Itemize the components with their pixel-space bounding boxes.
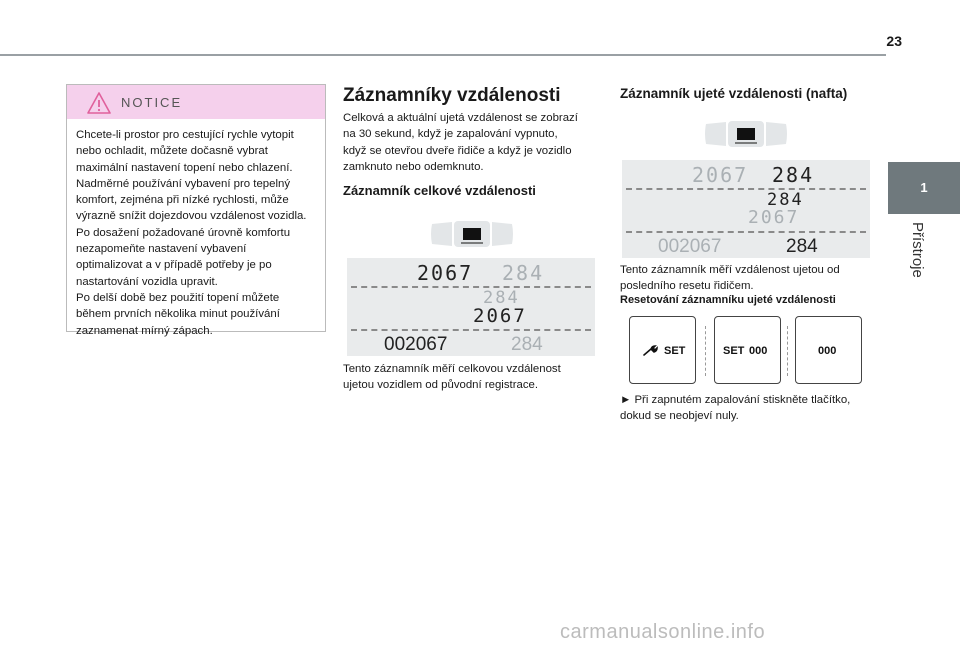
total-desc: Tento záznamník měří celkovou vzdálenost…: [343, 361, 593, 394]
desc-line: ujetou vozidlem od původní registrace.: [343, 379, 539, 392]
notice-line: nezapomeňte nastavení vybavení: [76, 243, 247, 256]
trip-display: 2067 284 284 2067 002067 284: [622, 160, 870, 258]
section-title: Záznamníky vzdálenosti: [343, 85, 561, 106]
chapter-tab: [888, 162, 960, 214]
step-line: dokud se neobjeví nuly.: [620, 410, 739, 423]
display-trip: 284: [483, 288, 520, 308]
display-trip: 284: [511, 334, 543, 355]
display-total: 2067: [417, 261, 474, 285]
desc-line: Tento záznamník měří vzdálenost ujetou o…: [620, 264, 840, 276]
watermark: carmanualsonline.info: [560, 621, 766, 643]
zero-state: 000: [795, 316, 862, 384]
chapter-label: Přístroje: [909, 222, 934, 332]
notice-line: maximální nastavení topení nebo chlazení…: [76, 161, 293, 174]
display-trip: 284: [772, 163, 815, 187]
sequence-separator: [705, 326, 706, 376]
reset-step: ► Při zapnutém zapalování stiskněte tlač…: [620, 392, 880, 425]
set-label: SET: [723, 345, 745, 357]
instrument-cluster-icon: [431, 221, 513, 247]
notice-line: komfort, zejména při nízké rychlosti, mů…: [76, 194, 289, 207]
notice-line: Po delší době bez použití topení můžete: [76, 291, 280, 304]
warning-triangle-icon: [87, 92, 111, 114]
intro-line: Celková a aktuální ujetá vzdálenost se z…: [343, 112, 578, 124]
display-total-full: 002067: [658, 236, 722, 257]
display-trip: 284: [786, 236, 818, 257]
desc-line: posledního resetu řidičem.: [620, 280, 754, 293]
notice-box: NOTICE Chcete-li prostor pro cestující r…: [66, 84, 326, 337]
set-button[interactable]: SET: [629, 316, 696, 384]
display-divider: [626, 188, 866, 190]
notice-title: NOTICE: [121, 95, 183, 110]
odometer-display: 2067 284 284 2067 002067 284: [347, 258, 595, 356]
notice-line: nebo ochladit, můžete dočasně vybrat: [76, 145, 268, 158]
step-line: ► Při zapnutém zapalování stiskněte tlač…: [620, 394, 851, 406]
chapter-number: 1: [920, 180, 928, 195]
display-divider: [351, 286, 591, 288]
display-trip: 284: [767, 190, 804, 210]
intro-line: na 30 sekund, když je zapalování vypnuto…: [343, 128, 558, 141]
subsection-title: Záznamník celkové vzdálenosti: [343, 183, 536, 198]
desc-line: Tento záznamník měří celkovou vzdálenost: [343, 363, 561, 375]
chapter-label-text: Přístroje: [909, 222, 926, 278]
set-label: SET: [664, 345, 686, 357]
page-number: 23: [886, 33, 902, 49]
notice-line: zaznamenat mírný zápach.: [76, 324, 213, 337]
wrench-icon: [643, 345, 658, 356]
notice-line: optimalizovat a v případě potřeby je po: [76, 259, 272, 272]
reset-title: Resetování záznamníku ujeté vzdálenosti: [620, 294, 836, 306]
display-total: 2067: [473, 305, 527, 327]
zero-label: 000: [818, 345, 837, 357]
header-rule: [0, 54, 886, 56]
notice-line: Nadměrné používání vybavení pro tepelný: [76, 177, 291, 190]
display-divider: [626, 231, 866, 233]
display-divider: [351, 329, 591, 331]
notice-line: nastartování vozidla upravit.: [76, 275, 218, 288]
intro-line: když se otevřou dveře řidiče a když je v…: [343, 144, 572, 157]
section-intro: Celková a aktuální ujetá vzdálenost se z…: [343, 110, 593, 175]
display-total-full: 002067: [384, 334, 448, 355]
notice-line: Chcete-li prostor pro cestující rychle v…: [76, 129, 294, 141]
set-zero-state: SET 000: [714, 316, 781, 384]
notice-line: Po dosažení požadované úrovně komfortu: [76, 226, 291, 239]
display-total: 2067: [692, 163, 749, 187]
intro-line: zamknuto nebo odemknuto.: [343, 160, 484, 173]
trip-desc: Tento záznamník měří vzdálenost ujetou o…: [620, 262, 870, 295]
display-trip: 284: [502, 261, 545, 285]
sequence-separator: [787, 326, 788, 376]
notice-line: během prvních několika minut používání: [76, 308, 280, 321]
subsection-title: Záznamník ujeté vzdálenosti (nafta): [620, 86, 848, 101]
display-total: 2067: [748, 207, 800, 228]
notice-line: výrazně snížit dojezdovou vzdálenost voz…: [76, 210, 307, 223]
notice-body: Chcete-li prostor pro cestující rychle v…: [76, 127, 320, 339]
zero-label: 000: [749, 345, 768, 357]
instrument-cluster-icon: [705, 121, 787, 147]
